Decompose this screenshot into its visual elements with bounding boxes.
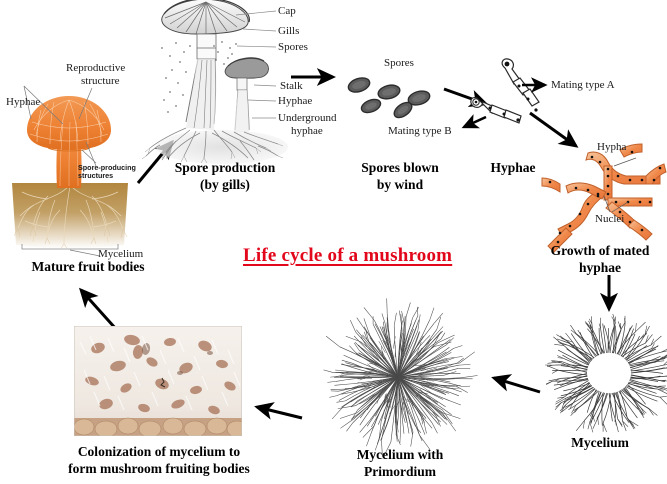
label-reproductive-structure-line2: structure	[81, 75, 120, 87]
arrow-primordium-to-colonization	[254, 402, 303, 420]
spore-production-illustration	[141, 0, 288, 164]
mated-hyphae-illustration	[541, 143, 667, 253]
page-title: Life cycle of a mushroom	[243, 245, 453, 266]
stage-title-mature-fruit-bodies: Mature fruit bodies	[31, 259, 145, 274]
stage-title-mycelium: Mycelium	[571, 435, 629, 450]
stage-title-spores-blown-line2: by wind	[376, 177, 424, 192]
mycelium-illustration	[545, 313, 667, 433]
stage-title-primordium-line1: Mycelium with	[356, 447, 444, 462]
stage-title-spore-production-line1: Spore production	[174, 160, 276, 175]
arrow-mycelium-to-primordium	[491, 374, 541, 394]
label-hypha: Hypha	[597, 141, 627, 153]
label-underground-line2: hyphae	[291, 125, 323, 137]
stage-title-colonization-line2: form mushroom fruiting bodies	[68, 461, 250, 476]
primordium-illustration	[323, 298, 478, 459]
label-spore-producing-line2: structures	[78, 171, 114, 180]
label-mycelium-left: Mycelium	[98, 248, 144, 260]
label-nuclei: Nuclei	[595, 213, 625, 225]
label-spore-producing-line1: Spore-producing	[78, 163, 136, 172]
label-underground-line1: Underground	[278, 112, 337, 124]
stage-title-growth-mated-line1: Growth of mated	[550, 243, 650, 258]
label-hyphae-left: Hyphae	[6, 96, 41, 108]
label-mating-type-a: Mating type A	[551, 79, 615, 91]
arrow-colonization-to-mature	[78, 287, 118, 331]
label-hyphae-mid: Hyphae	[278, 95, 313, 107]
label-cap: Cap	[278, 5, 296, 17]
colonization-photo	[73, 325, 248, 438]
hyphae-illustration	[470, 58, 540, 124]
label-spores-top: Spores	[384, 57, 414, 69]
stage-title-colonization-line1: Colonization of mycelium to	[77, 444, 241, 459]
stage-title-primordium-line2: Primordium	[364, 464, 436, 479]
stage-title-growth-mated-line2: hyphae	[578, 260, 622, 275]
stage-title-spores-blown-line1: Spores blown	[361, 160, 439, 175]
label-spores-gills: Spores	[278, 41, 308, 53]
label-mating-type-b: Mating type B	[388, 125, 452, 137]
arrow-to-mating-type-b	[461, 114, 487, 129]
label-stalk: Stalk	[280, 80, 303, 92]
spores-illustration	[347, 77, 431, 119]
arrow-hyphae-to-mated-growth	[529, 111, 579, 148]
mature-fruit-body-illustration	[12, 85, 128, 257]
label-gills: Gills	[278, 25, 300, 37]
stage-title-hyphae: Hyphae	[490, 160, 536, 175]
label-reproductive-structure-line1: Reproductive	[66, 62, 126, 74]
stage-title-spore-production-line2: (by gills)	[200, 177, 250, 192]
